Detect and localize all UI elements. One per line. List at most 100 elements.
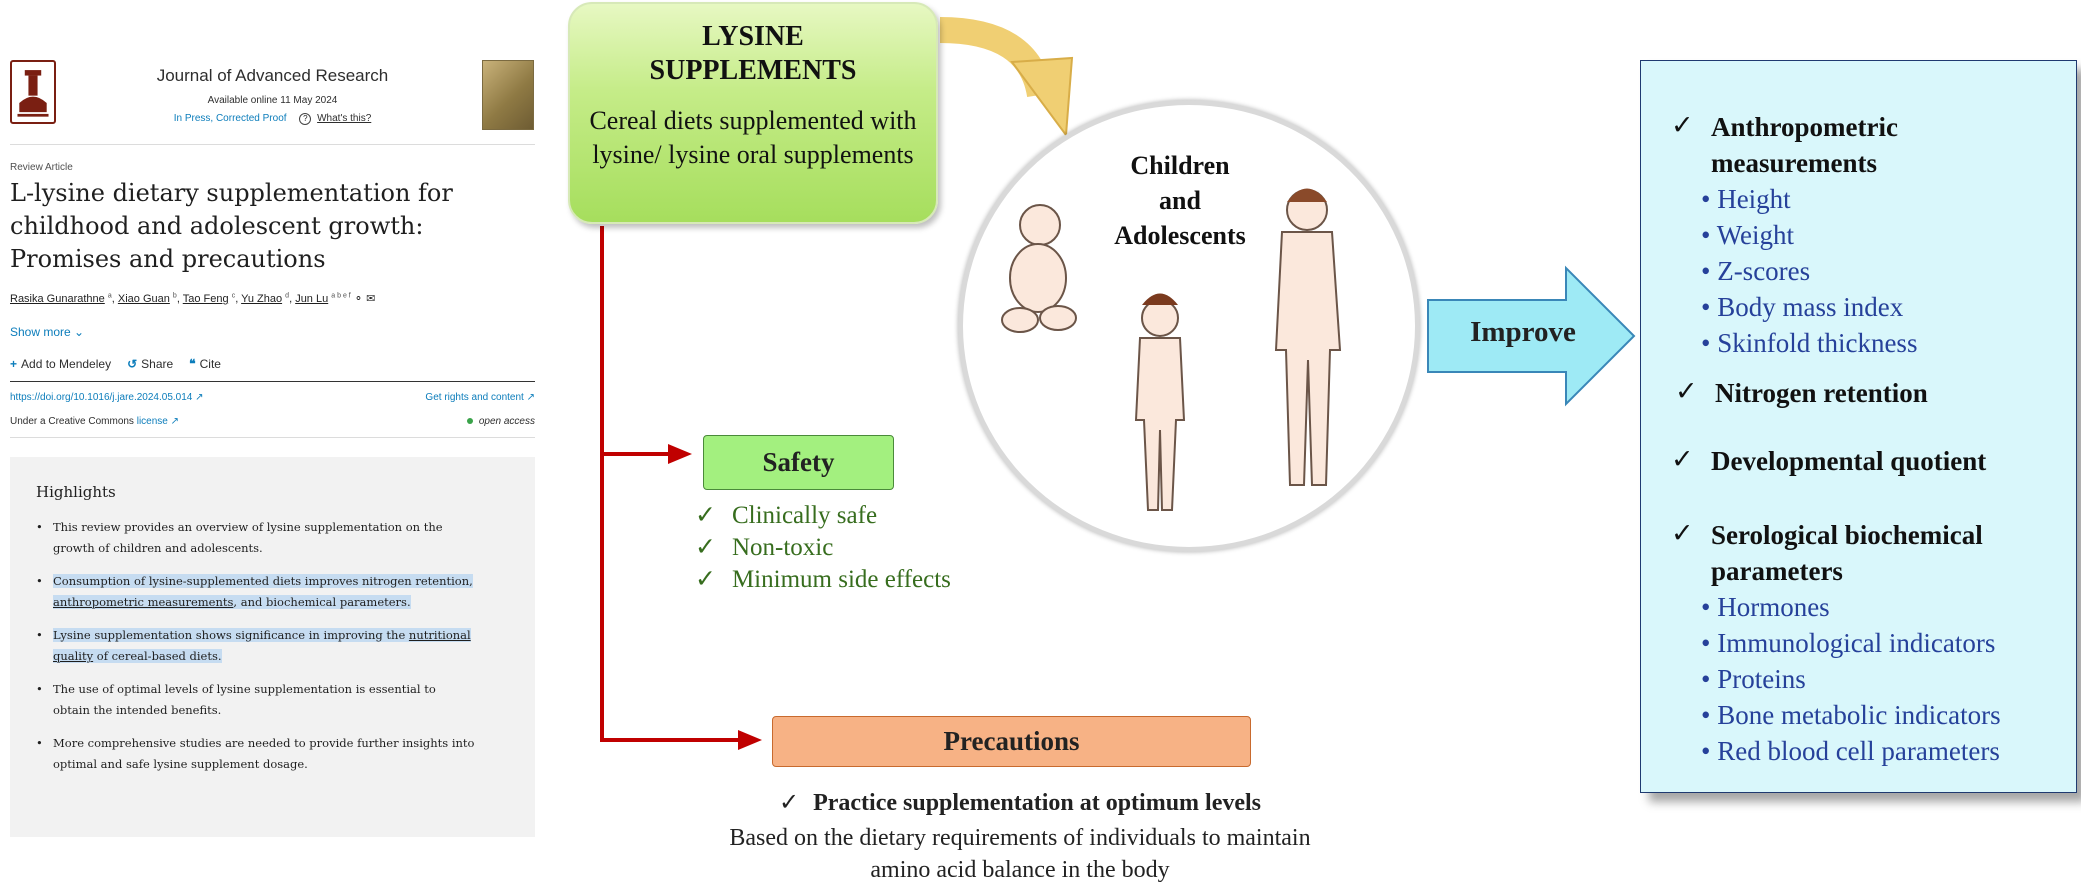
safety-box: Safety — [703, 435, 894, 490]
show-more-button[interactable]: Show more ⌄ — [10, 325, 84, 339]
highlight-link[interactable]: anthropometric measurements — [53, 595, 234, 609]
improve-label: Improve — [1470, 316, 1576, 348]
curved-arrow-head — [1010, 56, 1074, 138]
check-icon: ✓ — [1671, 444, 1694, 474]
author-link[interactable]: Tao Feng — [182, 293, 229, 305]
cite-button[interactable]: ❝Cite — [189, 357, 221, 371]
divider — [10, 437, 535, 438]
external-link-icon: ↗ — [526, 392, 535, 403]
lysine-description: Cereal diets supplemented with lysine/ l… — [589, 106, 917, 169]
outcome-subitem: • Height — [1701, 184, 1791, 214]
precautions-box: Precautions — [772, 716, 1251, 767]
red-arrowhead-safety — [668, 444, 692, 464]
divider — [10, 381, 535, 382]
check-icon: ✓ — [1675, 376, 1698, 406]
journal-name[interactable]: Journal of Advanced Research — [156, 66, 389, 85]
license-prefix: Under a Creative Commons — [10, 416, 134, 427]
outcome-subitem: • Weight — [1701, 220, 1795, 250]
doi-text: https://doi.org/10.1016/j.jare.2024.05.0… — [10, 392, 193, 403]
show-more-label: Show more — [10, 325, 71, 339]
author-link[interactable]: Rasika Gunarathne — [10, 293, 105, 305]
cite-label: Cite — [199, 357, 221, 371]
children-adolescents-label: Children and Adolescents — [1114, 151, 1246, 250]
author-link[interactable]: Yu Zhao — [241, 293, 283, 305]
precautions-description: Based on the dietary requirements of ind… — [729, 825, 1311, 883]
outcome-subitem: • Proteins — [1701, 664, 1806, 694]
outcome-subitem-text: Skinfold thickness — [1717, 328, 1918, 358]
highlight-text: More comprehensive studies are needed to… — [53, 736, 475, 771]
safety-item: ✓Non-toxic — [695, 532, 951, 564]
article-title: L-lysine dietary supplementation for chi… — [10, 179, 453, 273]
highlight-item: Consumption of lysine-supplemented diets… — [36, 571, 476, 613]
check-icon: ✓ — [695, 566, 716, 593]
journal-cover-thumbnail[interactable] — [482, 60, 534, 130]
developmental-heading-text: Developmental quotient — [1711, 446, 1987, 476]
child-figure — [1134, 299, 1186, 511]
check-icon: ✓ — [778, 790, 800, 816]
open-access-label: open access — [478, 416, 535, 427]
doi-link[interactable]: https://doi.org/10.1016/j.jare.2024.05.0… — [10, 392, 204, 403]
highlight-link[interactable]: nutritional quality — [53, 628, 471, 663]
article-panel: Journal of Advanced Research Available o… — [0, 0, 545, 885]
outcome-subitem-text: Z-scores — [1717, 256, 1811, 286]
outcome-subitem-text: Body mass index — [1717, 292, 1904, 322]
highlight-text: This review provides an overview of lysi… — [53, 520, 443, 555]
chevron-down-icon: ⌄ — [74, 325, 85, 339]
publisher-logo[interactable] — [10, 60, 56, 124]
safety-item-text: Minimum side effects — [731, 566, 951, 593]
outcome-subitem-text: Proteins — [1717, 664, 1806, 694]
email-icon[interactable]: ✉ — [366, 293, 376, 305]
rights-link[interactable]: Get rights and content ↗ — [425, 392, 535, 403]
share-button[interactable]: ↺Share — [127, 357, 173, 371]
serological-heading-text: Serological biochemical parameters — [1711, 520, 1983, 586]
serological-heading: ✓Serological biochemical parameters — [1671, 517, 2001, 589]
author-affiliation: b — [172, 292, 177, 300]
highlight-item: This review provides an overview of lysi… — [36, 517, 476, 559]
author-affiliation: d — [285, 292, 290, 300]
outcome-subitem-text: Weight — [1716, 220, 1795, 250]
quote-icon: ❝ — [189, 357, 196, 371]
author-link[interactable]: Xiao Guan — [117, 293, 170, 305]
license-link[interactable]: license ↗ — [136, 416, 180, 427]
nitrogen-group: ✓Nitrogen retention — [1675, 375, 1928, 411]
highlight-text: Consumption of lysine-supplemented diets… — [53, 574, 473, 588]
divider — [10, 144, 535, 145]
whats-this-link[interactable]: What's this? — [317, 113, 372, 124]
add-to-mendeley-button[interactable]: +Add to Mendeley — [10, 357, 111, 371]
precautions-heading: ✓ Practice supplementation at optimum lev… — [740, 788, 1300, 817]
article-status-row: In Press, Corrected Proof ? What's this? — [0, 113, 545, 125]
precautions-heading-text: Practice supplementation at optimum leve… — [813, 790, 1262, 816]
plus-icon: + — [10, 357, 18, 371]
lysine-title: LYSINE SUPPLEMENTS — [649, 21, 857, 86]
question-circle-icon[interactable]: ? — [299, 113, 312, 125]
outcome-subitem-text: Immunological indicators — [1717, 628, 1996, 658]
serological-group: ✓Serological biochemical parameters • Ho… — [1671, 517, 2001, 769]
person-icon[interactable]: ⚬ — [353, 293, 364, 305]
highlight-text: , and biochemical parameters. — [233, 595, 411, 609]
article-actions: +Add to Mendeley ↺Share ❝Cite — [10, 357, 221, 371]
outcome-subitem: • Bone metabolic indicators — [1701, 700, 2001, 730]
highlight-text: of cereal-based diets. — [93, 649, 222, 663]
author-link[interactable]: Jun Lu — [295, 293, 329, 305]
anthropometric-heading: ✓Anthropometric measurements — [1671, 109, 1917, 181]
share-label: Share — [141, 357, 174, 371]
infant-figure — [1001, 204, 1077, 333]
highlights-list: This review provides an overview of lysi… — [36, 517, 476, 787]
license-info: Under a Creative Commons license ↗ — [10, 416, 179, 427]
open-access-dot-icon — [466, 418, 473, 425]
nitrogen-heading: ✓Nitrogen retention — [1675, 375, 1928, 411]
outcome-subitem: • Body mass index — [1701, 292, 1904, 322]
developmental-heading: ✓ Developmental quotient — [1671, 443, 1986, 479]
author-affiliation: c — [231, 292, 236, 300]
outcome-subitem-text: Hormones — [1717, 592, 1830, 622]
anthropometric-heading-text: Anthropometric measurements — [1711, 112, 1898, 178]
author-affiliation: a — [107, 292, 112, 300]
safety-item-text: Non-toxic — [731, 534, 834, 561]
external-link-icon: ↗ — [195, 392, 204, 403]
rights-text: Get rights and content — [425, 392, 524, 403]
article-type: Review Article — [10, 162, 73, 173]
red-arrowhead-precautions — [738, 730, 762, 750]
